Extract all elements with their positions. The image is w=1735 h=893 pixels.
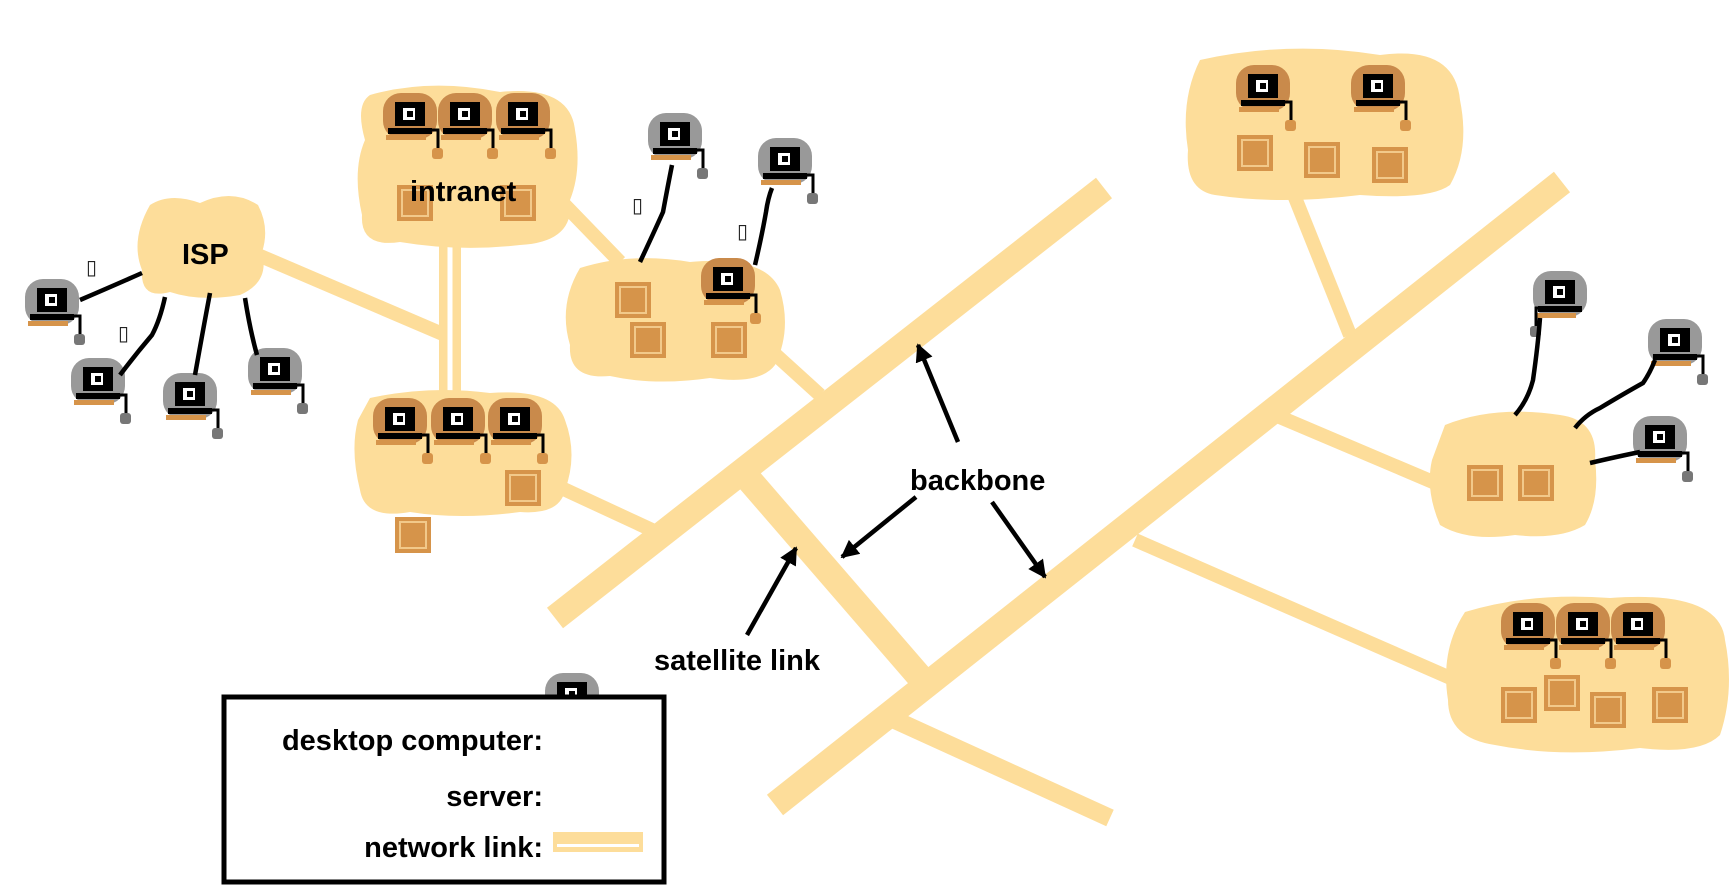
wire-isp-b [118, 296, 168, 377]
link-bottom-right-cloud [1132, 533, 1458, 687]
server-icon [1518, 465, 1554, 501]
server-icon [1467, 465, 1503, 501]
server-icon [1652, 687, 1688, 723]
server-icon [1372, 147, 1408, 183]
arrow-backbone-left [840, 495, 918, 559]
link-isp-intranet [255, 248, 455, 345]
arrow-satellite [745, 546, 798, 637]
modem-glyphs: ▯ ▯ ▯ ▯ [86, 193, 748, 345]
wire-server-b [752, 187, 775, 266]
link-intranet-backbone [552, 478, 655, 537]
server-icon [397, 185, 433, 221]
desktop-computer-icon [1501, 603, 1561, 669]
legend-desktop-label: desktop computer: [282, 725, 543, 757]
satellite-link [735, 466, 935, 692]
backbone-link-left [546, 177, 1113, 629]
server-icon [1237, 135, 1273, 171]
desktop-computer-icon [1611, 603, 1671, 669]
clouds [137, 48, 1729, 753]
server-icon [1544, 675, 1580, 711]
server-icon [630, 322, 666, 358]
desktop-computer-icon [163, 373, 223, 439]
server-icon [395, 517, 431, 553]
legend: desktop computer: server: network link: [221, 694, 667, 885]
desktop-computer-icon [701, 258, 761, 324]
server-icon [1590, 692, 1626, 728]
isp-label: ISP [182, 239, 229, 271]
backbone-label: backbone [910, 465, 1045, 497]
desktop-computer-icon [758, 138, 818, 204]
server-icon [615, 282, 651, 318]
wire-isp-a [79, 270, 143, 303]
desktop-computer-icon [1236, 65, 1296, 131]
desktop-computer-icon [1648, 319, 1708, 385]
desktop-computer-icon [1530, 271, 1587, 337]
desktop-computer-icon [431, 398, 491, 464]
server-icon [711, 322, 747, 358]
desktop-computer-icon [438, 93, 498, 159]
legend-network-link-swatch [553, 832, 643, 852]
desktop-computer-icon [71, 358, 131, 424]
arrow-backbone-up [915, 343, 961, 443]
legend-network-link-label: network link: [364, 832, 543, 864]
computers [25, 65, 1708, 739]
link-right-cloud [1272, 408, 1443, 492]
wire-isp-d [242, 297, 260, 356]
modem-glyph: ▯ [632, 193, 643, 217]
arrows [745, 343, 1047, 637]
server-icon [500, 185, 536, 221]
isp-cloud [137, 195, 266, 298]
link-lower-branch [891, 711, 1114, 827]
server-icon [1501, 687, 1537, 723]
backbone-link-right [766, 171, 1571, 816]
wire-right-c [1589, 449, 1641, 466]
satellite-link-label: satellite link [654, 645, 821, 677]
desktop-computer-icon [383, 93, 443, 159]
wire-right-b [1573, 359, 1658, 430]
legend-server-label: server: [446, 781, 543, 813]
right-cloud [1429, 411, 1597, 538]
modem-glyph: ▯ [86, 255, 97, 279]
wire-right-a [1513, 317, 1543, 417]
desktop-computer-icon [1633, 416, 1693, 482]
intranet-label: intranet [410, 176, 517, 208]
wire-server-a [637, 164, 675, 263]
server-icon [505, 470, 541, 506]
modem-glyph: ▯ [118, 321, 129, 345]
dialup-wires [79, 164, 1658, 466]
desktop-computer-icon [648, 113, 708, 179]
modem-glyph: ▯ [737, 219, 748, 243]
arrow-backbone-right [990, 500, 1047, 579]
desktop-computer-icon [496, 93, 556, 159]
desktop-computer-icon [248, 348, 308, 414]
link-top-right-cloud [1283, 182, 1357, 338]
desktop-computer-icon [373, 398, 433, 464]
desktop-computer-icon [1556, 603, 1616, 669]
desktop-computer-icon [1351, 65, 1411, 131]
desktop-computer-icon [488, 398, 548, 464]
desktop-computer-icon [25, 279, 85, 345]
wire-isp-c [192, 292, 213, 376]
server-icon [1304, 142, 1340, 178]
